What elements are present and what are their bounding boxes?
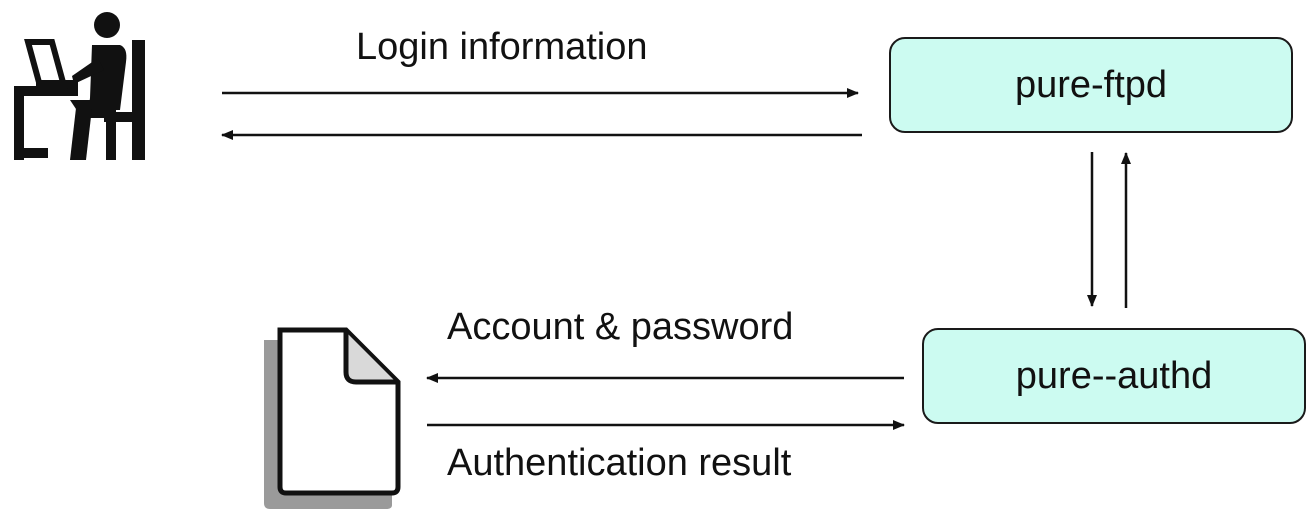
node-pure-authd-label: pure--authd xyxy=(1015,354,1213,397)
edge-label-account-password: Account & password xyxy=(447,306,794,348)
edge-label-login-information: Login information xyxy=(356,26,648,68)
node-pure-ftpd: pure-ftpd xyxy=(889,37,1293,133)
person-at-computer-icon xyxy=(14,12,145,160)
node-pure-ftpd-label: pure-ftpd xyxy=(1014,63,1168,106)
document-icon xyxy=(264,327,401,509)
node-pure-authd: pure--authd xyxy=(922,328,1306,424)
edge-label-authentication-result: Authentication result xyxy=(447,442,792,484)
